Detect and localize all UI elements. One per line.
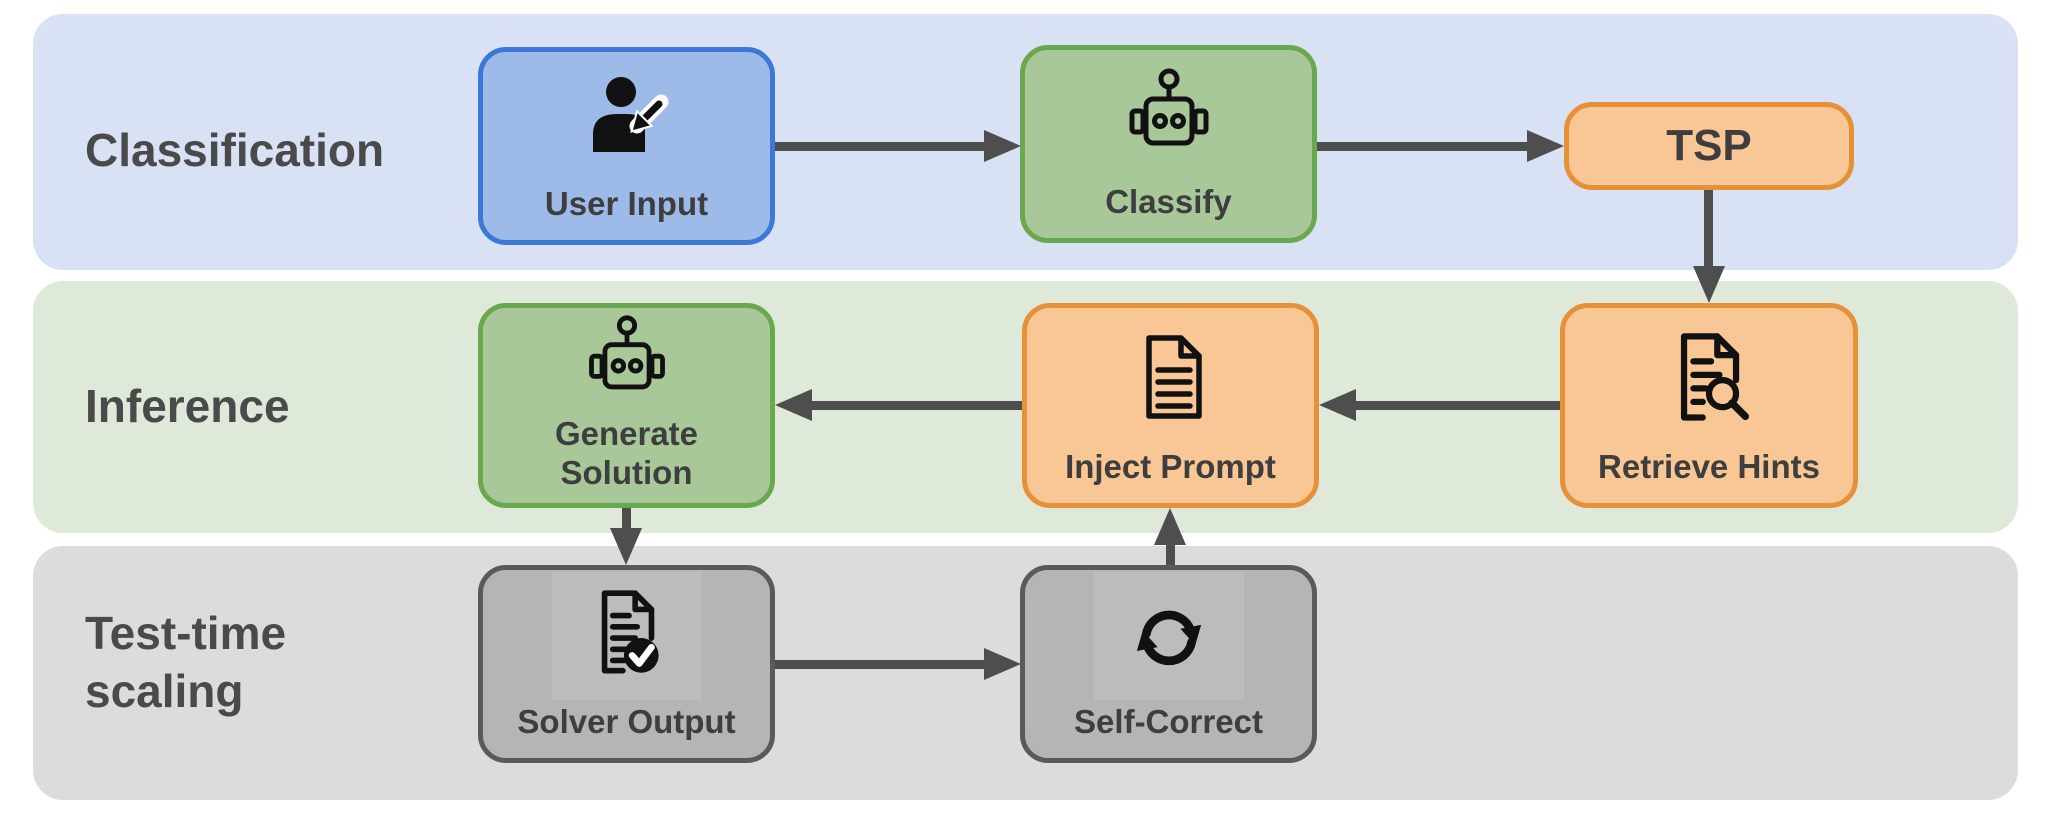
node-label: Classify	[1105, 183, 1232, 221]
refresh-icon	[1119, 586, 1219, 686]
band-label-test-time-scaling: Test-time scaling	[85, 607, 287, 717]
document-icon	[1121, 326, 1221, 430]
robot-icon	[576, 313, 678, 409]
node-label: TSP	[1666, 120, 1752, 170]
node-solver-output: Solver Output	[478, 565, 775, 763]
node-classify: Classify	[1020, 45, 1317, 243]
node-label: Solver Output	[517, 703, 736, 741]
robot-icon	[1118, 66, 1220, 166]
node-label: Inject Prompt	[1065, 448, 1276, 486]
node-generate-solution: Generate Solution	[478, 303, 775, 508]
document-check-icon	[576, 585, 678, 687]
node-retrieve-hints: Retrieve Hints	[1560, 303, 1858, 508]
node-label: User Input	[544, 185, 709, 223]
band-label-inference: Inference	[85, 380, 290, 432]
node-label: Retrieve Hints	[1598, 448, 1820, 486]
node-inject-prompt: Inject Prompt	[1022, 303, 1319, 508]
user-input-icon	[577, 68, 677, 168]
icon-background	[1093, 572, 1244, 701]
band-label-classification: Classification	[85, 124, 385, 176]
document-search-icon	[1657, 326, 1761, 430]
node-tsp: TSP	[1564, 102, 1854, 190]
node-label: Generate Solution	[554, 414, 699, 492]
node-user-input: User Input	[478, 47, 775, 245]
node-self-correct: Self-Correct	[1020, 565, 1317, 763]
node-label: Self-Correct	[1074, 703, 1263, 741]
